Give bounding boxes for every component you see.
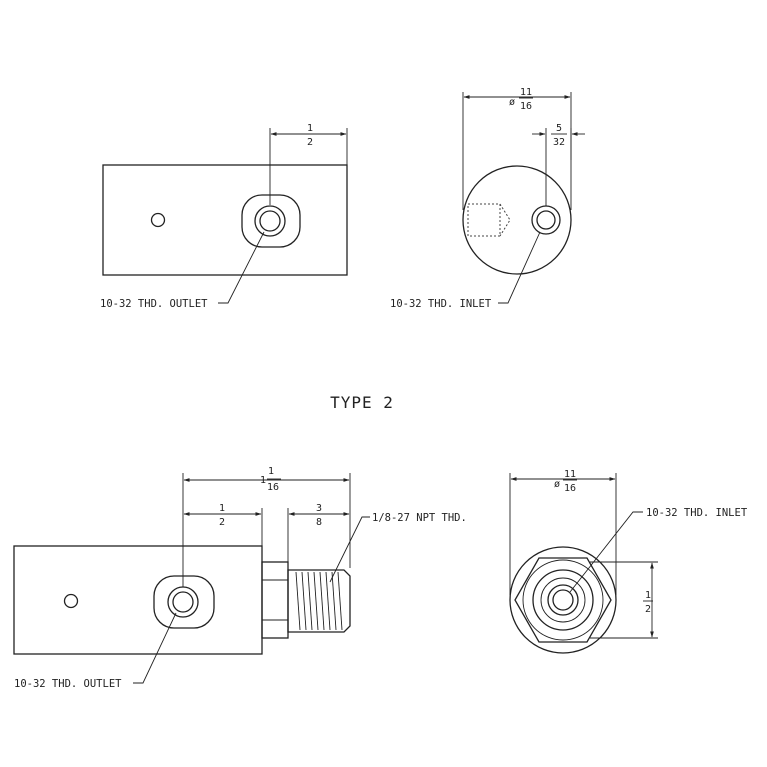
- type1-outlet-port-inner: [259, 210, 281, 232]
- type2-hex-chamfer: [522, 559, 604, 641]
- type1-inlet-port-outer: [531, 205, 561, 235]
- type1-offset-num: 5: [556, 123, 562, 134]
- type1-dia-den: 16: [520, 101, 532, 112]
- type2-overall-num: 1: [268, 466, 274, 477]
- type2-outlet-leader: [133, 612, 177, 684]
- type1-outlet-leader: [218, 231, 265, 304]
- type1-dia-prefix: ø: [509, 97, 515, 108]
- type1-half-num: 1: [307, 123, 313, 134]
- type2-outlet-boss: [153, 575, 215, 629]
- type1-body: [102, 164, 348, 276]
- type1-half-den: 2: [307, 137, 313, 148]
- type1-outlet-port-outer: [254, 205, 286, 237]
- type1-setscrew-hidden: [467, 203, 501, 237]
- type2-hex-section: [261, 561, 289, 639]
- type2-thread-den: 8: [316, 517, 322, 528]
- type2-inlet-port-outer: [547, 584, 579, 616]
- type1-outlet-boss: [241, 194, 301, 248]
- type1-side-hole: [150, 212, 166, 228]
- type2-dia-prefix: ø: [554, 479, 560, 490]
- type2-side-view: 1 1 16 1 2 3 8 1/8-27 NPT THD. 10-32 THD…: [13, 466, 467, 690]
- type2-outlet-label: 10-32 THD. OUTLET: [14, 678, 122, 690]
- type2-half-num: 1: [219, 503, 225, 514]
- type1-side-view: 1 2 10-32 THD. OUTLET: [100, 123, 348, 310]
- type1-dia-num: 11: [520, 87, 532, 98]
- type2-end-body: [509, 546, 617, 654]
- type2-side-hole: [63, 593, 79, 609]
- type2-inlet-label: 10-32 THD. INLET: [646, 507, 748, 519]
- type2-hex-den: 2: [645, 604, 651, 615]
- type2-overall-den: 16: [267, 482, 279, 493]
- type1-inlet-leader: [498, 231, 541, 304]
- type1-inlet-label: 10-32 THD. INLET: [390, 298, 492, 310]
- type2-hex-num: 1: [645, 590, 651, 601]
- type2-fitting-face: [532, 569, 594, 631]
- type2-half-den: 2: [219, 517, 225, 528]
- section-title: TYPE 2: [330, 393, 394, 412]
- type2-body: [13, 545, 263, 655]
- type2-dia-den: 16: [564, 483, 576, 494]
- type2-outlet-port-inner: [172, 591, 194, 613]
- type2-thread-lines: [295, 571, 343, 631]
- type1-end-view: ø 11 16 5 32 10-32 THD. INLET: [390, 87, 585, 310]
- type2-end-view: ø 11 16 10-32 THD. INLET 1 2: [509, 469, 748, 654]
- type2-overall-whole: 1: [260, 475, 266, 486]
- type2-inlet-leader: [569, 511, 643, 593]
- type2-npt-fitting: [287, 569, 351, 633]
- type2-dia-num: 11: [564, 469, 576, 480]
- type2-inlet-port-inner: [552, 589, 574, 611]
- type2-thread-num: 3: [316, 503, 322, 514]
- type2-npt-leader: [329, 516, 370, 583]
- type1-inlet-port-inner: [536, 210, 556, 230]
- type1-offset-den: 32: [553, 137, 565, 148]
- type2-hex-outline: [514, 557, 612, 643]
- type1-outlet-label: 10-32 THD. OUTLET: [100, 298, 208, 310]
- type2-fitting-ring: [540, 577, 586, 623]
- type1-end-body: [462, 165, 572, 275]
- type2-npt-label: 1/8-27 NPT THD.: [372, 512, 467, 524]
